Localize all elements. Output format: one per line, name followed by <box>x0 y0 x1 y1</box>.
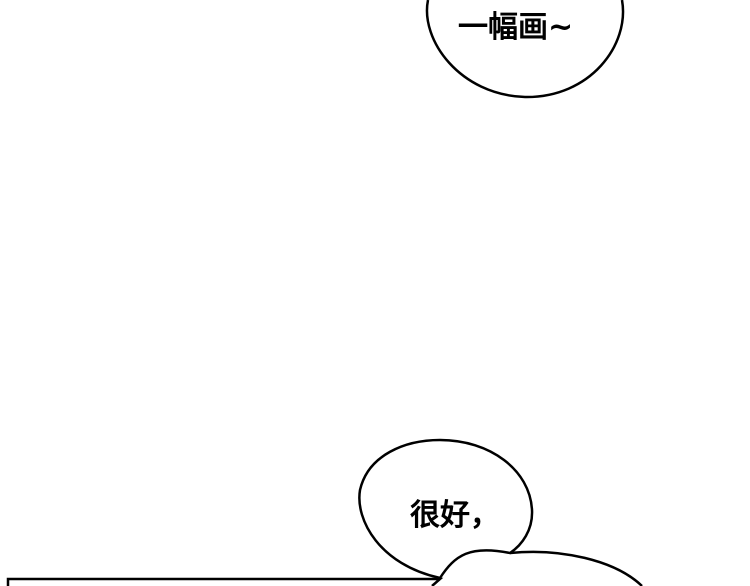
speech-bubble-bottom <box>509 550 643 586</box>
bubble-text-middle: 很好， <box>410 498 500 533</box>
speech-bubble-middle <box>358 438 534 580</box>
caption-box <box>6 577 444 586</box>
speech-bubble-top <box>425 0 625 99</box>
bubble-text-top: 一幅画~ <box>458 10 574 45</box>
